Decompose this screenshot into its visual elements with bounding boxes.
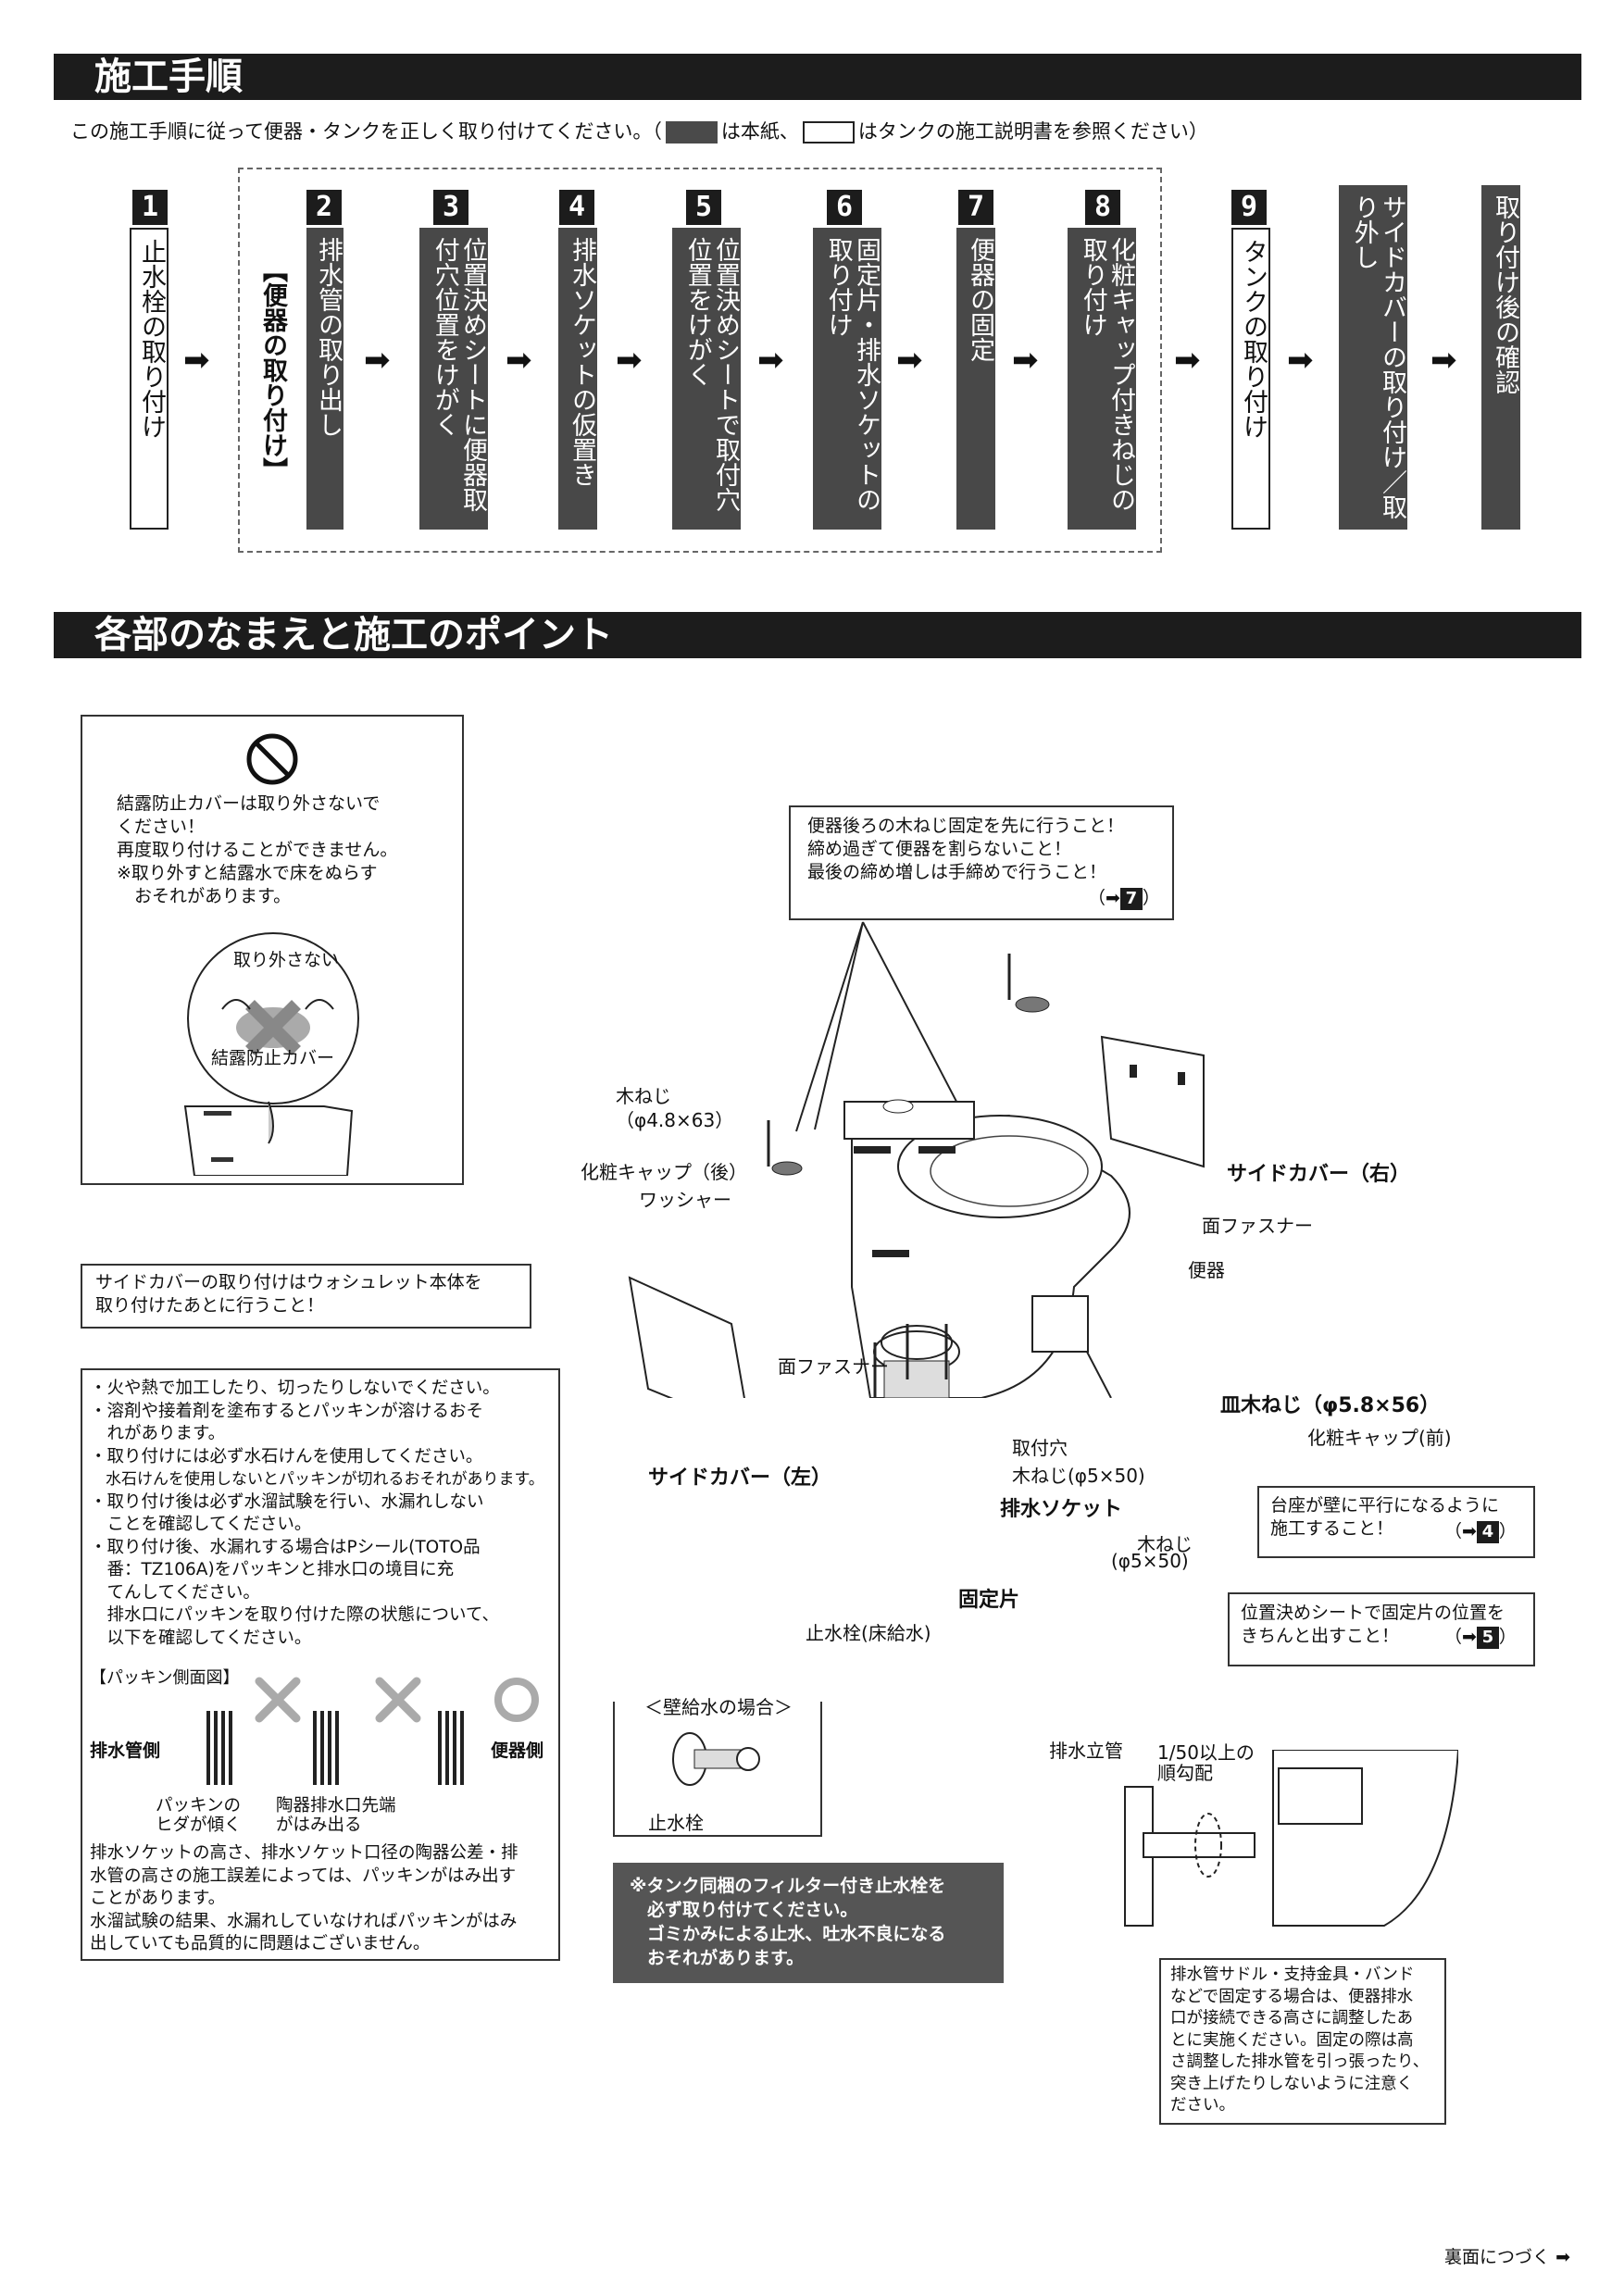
arrow-icon: ➡ — [183, 342, 210, 379]
callout-fix-ref: （➡5） — [1444, 1626, 1517, 1649]
arrow-right-icon: ➡ — [1555, 2247, 1570, 2267]
packing-bottom-text: 排水ソケットの高さ、排水ソケット口径の陶器公差・排 水管の高さの施工誤差によって… — [90, 1843, 518, 1953]
section-title-procedure: 施工手順 — [54, 54, 1581, 100]
packing-side-diagram — [206, 1677, 539, 1785]
step-side-cover: サイドカバーの取り付け／取り外し — [1339, 185, 1407, 530]
intro-pre: この施工手順に従って便器・タンクを正しく取り付けてください。（ — [70, 120, 662, 143]
callout-fix-text: 位置決めシートで固定片の位置を きちんと出すこと！ — [1241, 1603, 1505, 1646]
warning-text: 結露防止カバーは取り外さないで ください！ 再度取り付けることができません。 ※… — [117, 793, 398, 906]
label-side-cover-right: サイドカバー（右） — [1227, 1163, 1411, 1186]
saddle-note-text: 排水管サドル・支持金具・バンド などで固定する場合は、便器排水 口が接続できる高… — [1170, 1965, 1430, 2115]
label-countersunk-screw: 皿木ねじ（φ5.8×56） — [1220, 1394, 1441, 1417]
legend-light-chip — [802, 121, 855, 144]
ok-circle-icon — [494, 1678, 539, 1722]
step-number-6: 6 — [827, 190, 862, 225]
callout-base-text: 台座が壁に平行になるように 施工すること！ — [1270, 1495, 1500, 1539]
label-mount-hole: 取付穴 — [1012, 1437, 1068, 1459]
step-9: タンクの取り付け — [1231, 228, 1270, 530]
packing-figure-title: 【パッキン側面図】 — [90, 1668, 240, 1688]
arrow-icon: ➡ — [1430, 342, 1457, 379]
arrow-icon: ➡ — [757, 342, 784, 379]
callout-rear-screw-ref: （➡7） — [1088, 887, 1160, 910]
step-number-9: 9 — [1231, 190, 1267, 225]
step-number-3: 3 — [433, 190, 468, 225]
step-number-7: 7 — [958, 190, 993, 225]
step-number-1: 1 — [132, 190, 168, 225]
label-wood-screw-mid: 木ねじ(φ5×50) — [1012, 1465, 1145, 1487]
drain-pipe-illustration — [1124, 1750, 1458, 1927]
intro-post: はタンクの施工説明書を参照ください） — [857, 120, 1208, 143]
callout-rear-screw — [789, 805, 1174, 920]
packing-notes-box — [81, 1368, 560, 1961]
section-title-parts: 各部のなまえと施工のポイント — [54, 612, 1581, 658]
arrow-icon: ➡ — [506, 342, 532, 379]
label-wood-screw-top-size: （φ4.8×63） — [616, 1109, 734, 1131]
group-label: 【便器の取り付け】 — [258, 257, 287, 482]
label-stop-valve: 止水栓 — [648, 1812, 704, 1834]
label-side-cover-left: サイドカバー（左） — [648, 1466, 832, 1490]
callout-side-cover — [81, 1264, 531, 1329]
wall-stop-valve-illustration — [672, 1732, 760, 1786]
arrow-icon: ➡ — [1174, 342, 1201, 379]
arrow-icon: ➡ — [896, 342, 923, 379]
caption-ceramic-protrude: 陶器排水口先端がはみ出る — [276, 1796, 396, 1835]
intro-mid: は本紙、 — [720, 120, 799, 143]
arrow-icon: ➡ — [1287, 342, 1314, 379]
label-toilet: 便器 — [1188, 1259, 1225, 1281]
arrow-icon: ➡ — [1012, 342, 1039, 379]
label-fixing-piece: 固定片 — [958, 1589, 1020, 1612]
step-1: 止水栓の取り付け — [130, 228, 169, 530]
step-4: 排水ソケットの仮置き — [558, 228, 597, 530]
filter-valve-note: ※タンク同梱のフィルター付き止水栓を 必ず取り付けてください。 ゴミかみによる止… — [613, 1863, 1004, 1983]
label-drain-socket: 排水ソケット — [1000, 1498, 1123, 1521]
label-toilet-side: 便器側 — [491, 1741, 544, 1761]
step-number-4: 4 — [559, 190, 594, 225]
condensation-cover-illustration — [183, 932, 359, 1176]
caption-packing-tilt: パッキンのヒダが傾く — [156, 1796, 242, 1835]
label-cap-front: 化粧キャップ(前) — [1307, 1427, 1452, 1449]
label-wood-screw-b1: 木ねじ — [1137, 1533, 1193, 1555]
label-drain-riser: 排水立管 — [1049, 1740, 1123, 1762]
label-fastener-top: 面ファスナー — [1202, 1215, 1313, 1237]
wall-supply-box — [613, 1702, 822, 1837]
callout-side-cover-text: サイドカバーの取り付けはウォシュレット本体を 取り付けたあとに行うこと！ — [95, 1272, 482, 1316]
toilet-install-group-box — [238, 168, 1162, 553]
no-remove-label: 取り外さない — [233, 950, 340, 970]
intro-text: この施工手順に従って便器・タンクを正しく取り付けてください。（ は本紙、 はタンクの… — [70, 117, 1208, 144]
label-cap-rear: 化粧キャップ（後） — [581, 1161, 747, 1183]
packing-notes-text: ・火や熱で加工したり、切ったりしないでください。 ・溶剤や接着剤を塗布するとパッ… — [90, 1379, 544, 1648]
label-washer: ワッシャー — [639, 1189, 731, 1211]
step-5: 位置決めシートで取付穴位置をけがく — [672, 228, 741, 530]
step-number-8: 8 — [1085, 190, 1120, 225]
prohibited-icon — [246, 733, 298, 785]
step-3: 位置決めシートに便器取付穴位置をけがく — [419, 228, 488, 530]
step-2: 排水管の取り出し — [306, 228, 344, 530]
arrow-icon: ➡ — [616, 342, 643, 379]
label-slope: 1/50以上の順勾配 — [1157, 1741, 1255, 1784]
step-8: 化粧キャップ付きねじの取り付け — [1068, 228, 1136, 530]
label-wall-supply: ＜壁給水の場合＞ — [641, 1692, 796, 1719]
label-wood-screw-top: 木ねじ — [616, 1085, 671, 1107]
callout-base-ref: （➡4） — [1444, 1520, 1517, 1543]
step-6: 固定片・排水ソケットの取り付け — [813, 228, 881, 530]
cover-label: 結露防止カバー — [211, 1048, 335, 1068]
step-number-2: 2 — [306, 190, 342, 225]
label-stop-valve-floor: 止水栓(床給水) — [806, 1622, 931, 1644]
step-7: 便器の固定 — [956, 228, 995, 530]
label-wood-screw-b2: (φ5×50) — [1111, 1550, 1189, 1572]
ng-cross-icon — [255, 1677, 421, 1723]
label-pipe-side: 排水管側 — [90, 1741, 161, 1761]
toilet-exploded-illustration — [628, 921, 1205, 1398]
legend-dark-chip — [665, 121, 718, 144]
step-final-check: 取り付け後の確認 — [1481, 185, 1520, 530]
saddle-note-box — [1159, 1958, 1446, 2125]
continue-on-back: 裏面につづく ➡ — [1444, 2247, 1570, 2267]
step-number-5: 5 — [686, 190, 721, 225]
arrow-icon: ➡ — [364, 342, 391, 379]
callout-rear-screw-text: 便器後ろの木ねじ固定を先に行うこと！ 締め過ぎて便器を割らないこと！ 最後の締め… — [807, 816, 1125, 882]
label-fastener-mid: 面ファスナー — [778, 1355, 889, 1378]
